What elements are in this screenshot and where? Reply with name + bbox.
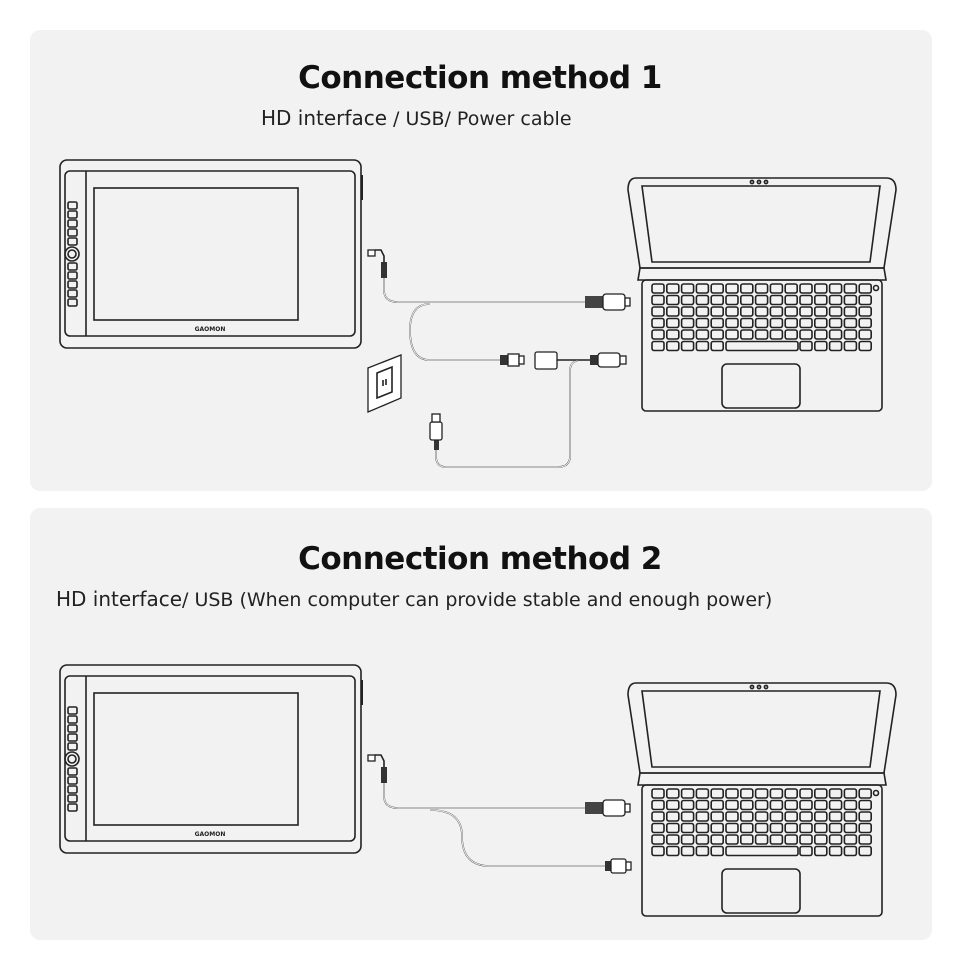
method-2-subtitle-rest: / USB (When computer can provide stable … xyxy=(182,589,773,611)
method-1-subtitle-rest: / USB/ Power cable xyxy=(387,108,572,130)
drawing-tablet-1 xyxy=(59,159,363,349)
usb-power-cable-1 xyxy=(409,303,627,468)
method-2-subtitle-prefix: HD interface xyxy=(56,587,182,611)
hd-usb-cable-2 xyxy=(367,754,632,874)
method-1-subtitle-prefix: HD interface xyxy=(261,106,387,130)
method-2-subtitle: HD interface/ USB (When computer can pro… xyxy=(56,587,772,611)
hd-usb-cable-1 xyxy=(367,249,631,311)
method-1-title: Connection method 1 xyxy=(298,60,662,96)
laptop-2 xyxy=(627,682,897,917)
wall-power-outlet xyxy=(367,354,402,413)
method-2-title: Connection method 2 xyxy=(298,541,662,577)
laptop-1 xyxy=(627,177,897,412)
connection-method-1-panel xyxy=(30,30,932,491)
drawing-tablet-2 xyxy=(59,664,363,854)
connection-method-2-panel xyxy=(30,508,932,940)
method-1-subtitle: HD interface / USB/ Power cable xyxy=(261,106,572,130)
tablet-brand-logo-2: GAOMON xyxy=(195,831,226,838)
tablet-brand-logo: GAOMON xyxy=(195,326,226,333)
